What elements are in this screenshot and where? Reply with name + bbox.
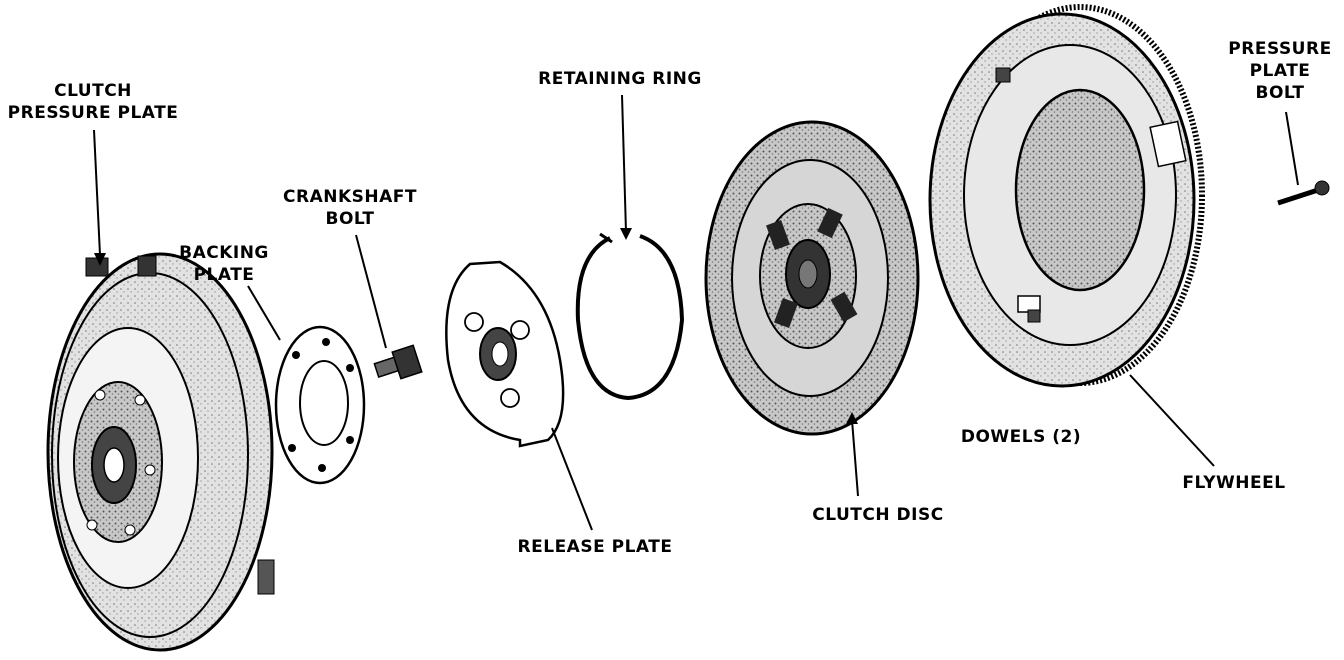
release-plate-part [445, 260, 565, 448]
leader-release-plate [551, 427, 593, 531]
label-line: FLYWHEEL [1182, 473, 1286, 493]
leader-flywheel [1129, 374, 1215, 467]
label-line: PRESSURE PLATE [7, 103, 179, 123]
label-line: DOWELS (2) [960, 427, 1082, 447]
label-clutch-pressure-plate: CLUTCH PRESSURE PLATE [4, 80, 182, 124]
label-line: RELEASE PLATE [517, 537, 673, 557]
pressure-plate-bolt-part [1277, 180, 1330, 206]
label-line: CLUTCH DISC [812, 505, 944, 525]
leader-pressure-plate-bolt [1285, 111, 1299, 186]
label-line: BOLT [1255, 83, 1305, 103]
label-line: PRESSURE [1228, 39, 1332, 59]
label-retaining-ring: RETAINING RING [520, 68, 720, 90]
label-line: PLATE [193, 265, 255, 285]
backing-plate-part [274, 325, 366, 485]
label-line: CRANKSHAFT [283, 187, 417, 207]
label-clutch-disc: CLUTCH DISC [800, 504, 956, 526]
leader-retaining-ring [621, 94, 627, 233]
label-dowels: DOWELS (2) [950, 426, 1092, 448]
flywheel-part [928, 4, 1205, 388]
retaining-ring-part [575, 232, 685, 401]
label-backing-plate: BACKING PLATE [178, 242, 270, 286]
leader-clutch-pressure-plate [93, 129, 101, 256]
label-crankshaft-bolt: CRANKSHAFT BOLT [272, 186, 428, 230]
label-line: BOLT [325, 209, 375, 229]
clutch-pressure-plate-part [46, 252, 275, 652]
label-line: RETAINING RING [538, 69, 702, 89]
clutch-disc-part [704, 120, 920, 436]
leader-backing-plate [247, 285, 281, 341]
label-line: BACKING [179, 243, 269, 263]
leader-crankshaft-bolt [355, 234, 387, 349]
label-release-plate: RELEASE PLATE [506, 536, 684, 558]
leader-lines [93, 94, 1299, 531]
label-pressure-plate-bolt: PRESSURE PLATE BOLT [1220, 38, 1340, 104]
label-line: PLATE [1249, 61, 1311, 81]
leader-clutch-disc [851, 419, 859, 497]
label-line: CLUTCH [54, 81, 132, 101]
label-flywheel: FLYWHEEL [1172, 472, 1296, 494]
crankshaft-bolt-part [373, 344, 423, 380]
